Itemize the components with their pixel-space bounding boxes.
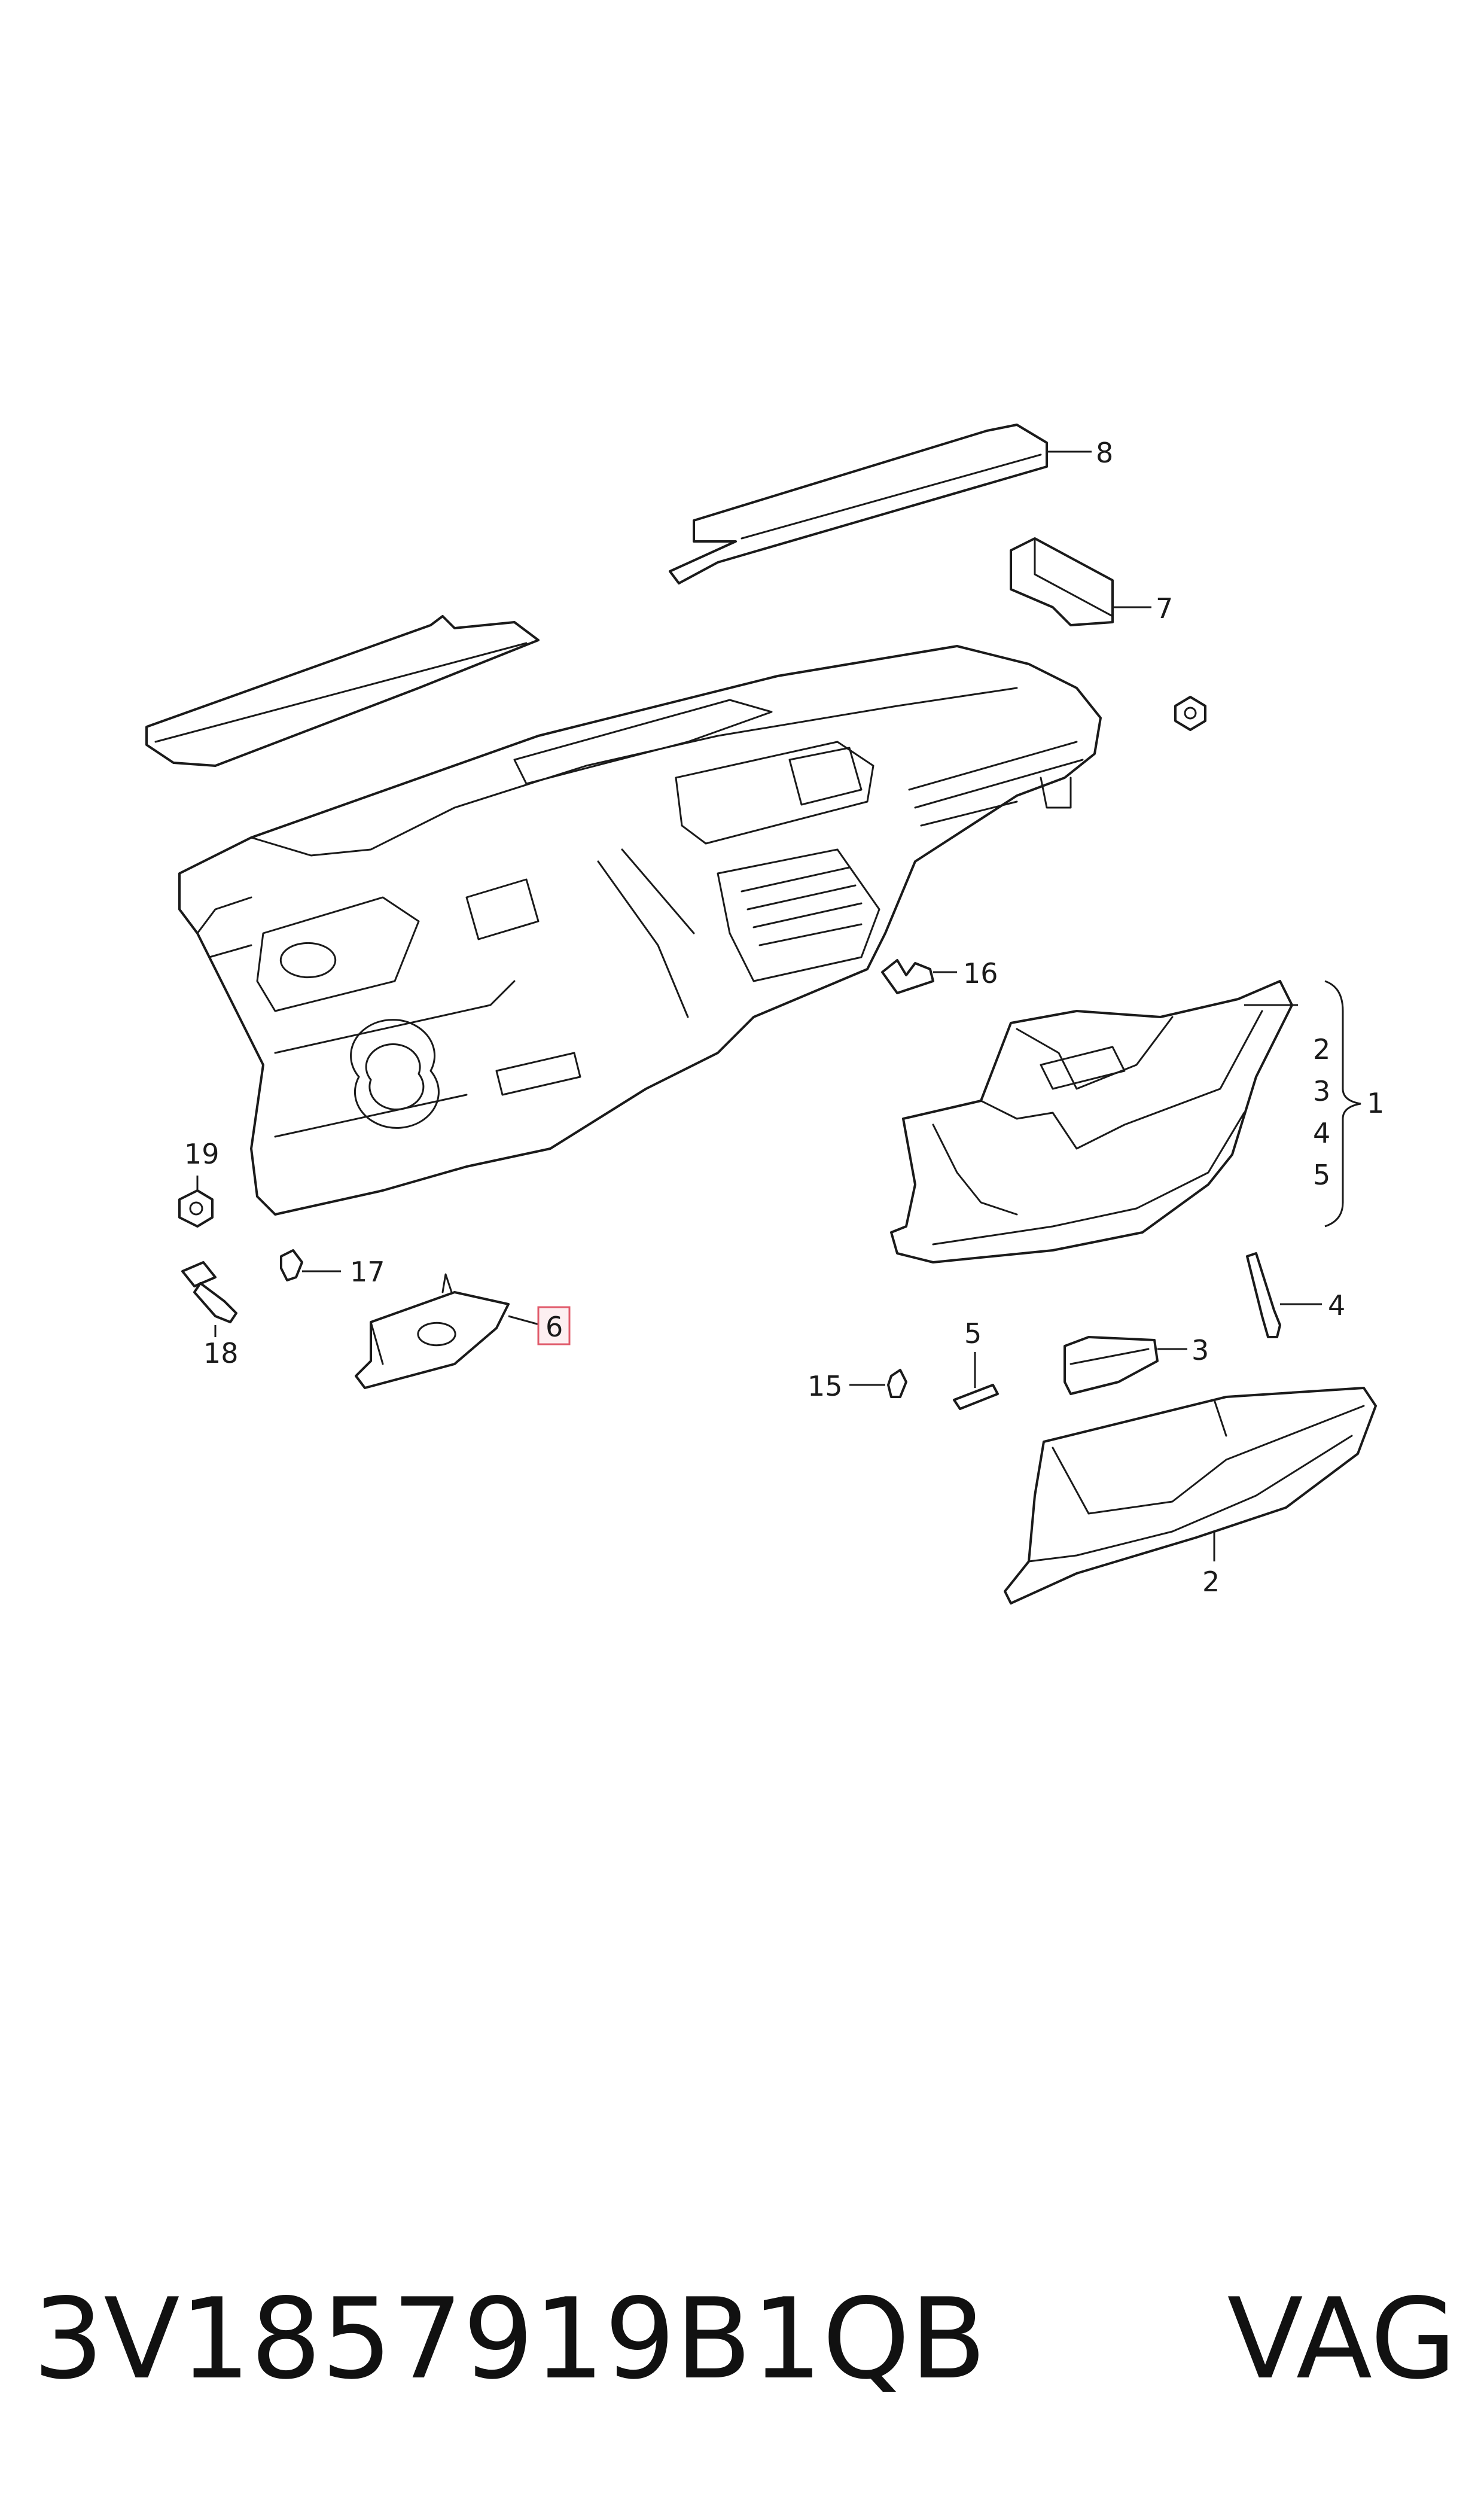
- callout-3-list: 3: [1313, 1075, 1330, 1107]
- part-2-glove-box-lid: 2: [1004, 1387, 1377, 1604]
- part-number: 3V1857919B1QB: [33, 2274, 986, 2404]
- part-19-nut: 19: [178, 1138, 220, 1228]
- brand-name: VAG: [1227, 2274, 1456, 2404]
- callout-6: 6: [546, 1311, 563, 1343]
- part-6-cover-panel: 6: [355, 1273, 571, 1389]
- callout-18: 18: [203, 1337, 239, 1369]
- callout-7: 7: [1156, 592, 1173, 625]
- part-16-bolt: 16: [881, 957, 998, 994]
- left-trim-strip: [145, 615, 540, 767]
- callout-6-highlight-box: [537, 1306, 571, 1345]
- assembly-bracket: 2 3 4 5 1: [1244, 980, 1384, 1228]
- callout-2-list: 2: [1313, 1033, 1330, 1065]
- callouts-upper: 7 8: [1047, 437, 1173, 625]
- part-15-screw: 15: [807, 1369, 907, 1402]
- part-7-bracket-block: [1010, 537, 1114, 626]
- part-4-rod: 4: [1246, 1252, 1345, 1338]
- callout-15: 15: [807, 1370, 843, 1402]
- part-1-glove-box-assembly: [890, 980, 1293, 1263]
- callout-17: 17: [350, 1256, 385, 1288]
- callout-5-list: 5: [1313, 1159, 1330, 1191]
- part-18-bolt: 18: [181, 1261, 239, 1369]
- callout-8: 8: [1096, 437, 1113, 469]
- callout-19: 19: [184, 1138, 220, 1170]
- callout-2-lid: 2: [1202, 1566, 1220, 1598]
- callout-5: 5: [964, 1317, 982, 1350]
- footer: 3V1857919B1QB VAG: [33, 2273, 1456, 2405]
- callout-1: 1: [1367, 1087, 1384, 1119]
- part-17-screw: 17: [280, 1249, 385, 1288]
- callout-4-list: 4: [1313, 1117, 1330, 1149]
- callout-4: 4: [1328, 1289, 1345, 1322]
- dashboard-main-body: [178, 645, 1102, 1216]
- callout-16: 16: [963, 957, 998, 989]
- loose-nut: [1174, 696, 1206, 731]
- part-5-pin: 5: [953, 1317, 999, 1410]
- part-8-upper-trim-strip: [669, 424, 1048, 584]
- part-3-latch: 3: [1064, 1334, 1209, 1395]
- callout-3: 3: [1192, 1334, 1209, 1366]
